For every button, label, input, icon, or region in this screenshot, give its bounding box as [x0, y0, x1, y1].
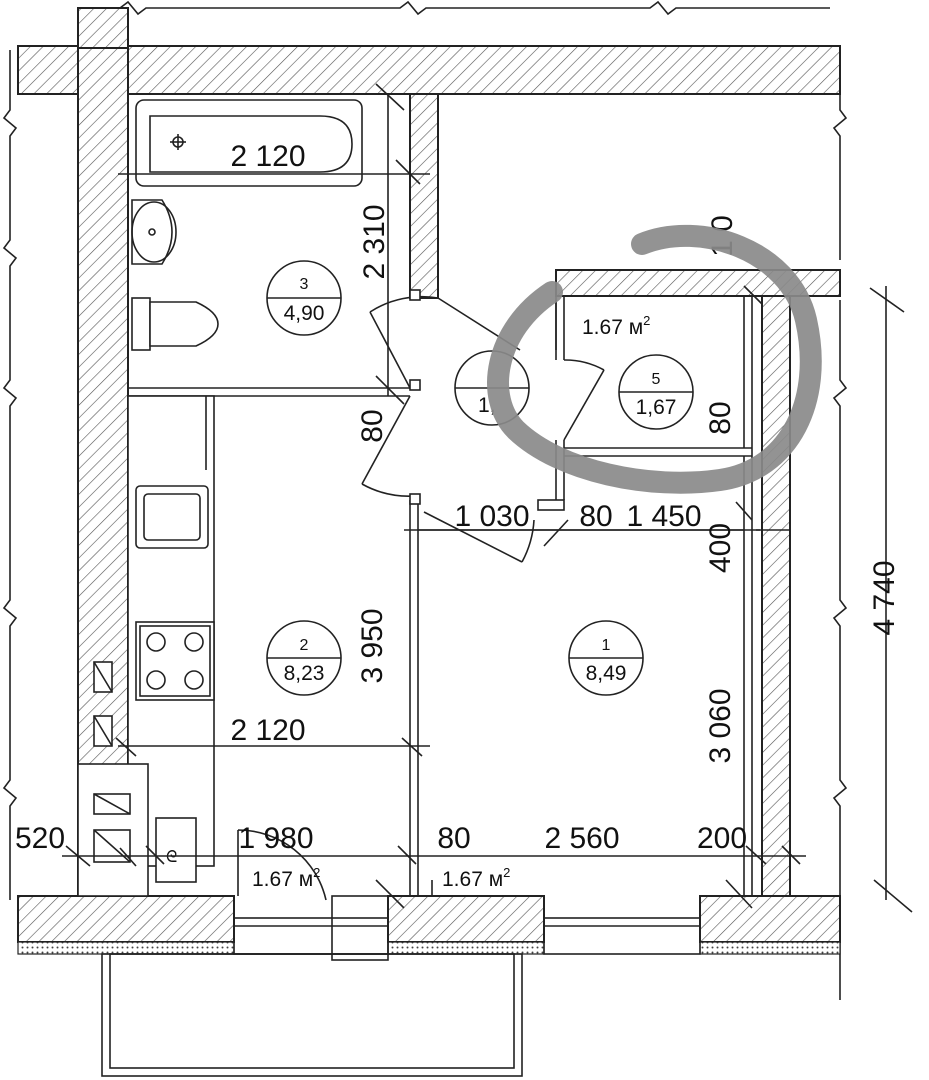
highlight-circle	[487, 224, 822, 494]
dim-left-wall: 520	[15, 822, 65, 855]
area-annotations: 1.67 м2 1.67 м2 1.67 м2	[252, 313, 650, 891]
dim-overall-depth: 4 740	[868, 560, 901, 635]
bathroom-fixtures	[131, 99, 363, 351]
kitchen-sink	[135, 485, 209, 549]
toilet-bowl	[149, 301, 219, 347]
dim-room-width: 2 560	[544, 822, 619, 855]
stove	[135, 621, 215, 701]
dim-closet-width: 1 450	[626, 500, 701, 533]
sink	[131, 199, 173, 265]
room-number: 3	[300, 276, 309, 293]
dim-door-offset: 80	[356, 409, 389, 442]
top-wall	[17, 45, 841, 95]
room-area: 4,90	[284, 302, 325, 325]
windows	[233, 895, 701, 961]
dim-closet-depth: 80	[704, 401, 737, 434]
balcony	[101, 953, 523, 1077]
dim-kitchen-length: 3 950	[356, 608, 389, 683]
room-area: 8,49	[586, 662, 627, 685]
room-number: 5	[652, 371, 661, 388]
room-marker-5: 5 1,67	[618, 354, 694, 430]
dim-bath-depth: 2 310	[358, 204, 391, 279]
doors	[237, 289, 605, 901]
dim-partition-gap: 400	[704, 523, 737, 573]
dim-hall-width: 1 030	[454, 500, 529, 533]
dim-kitchen-width: 2 120	[230, 714, 305, 747]
dim-room-depth: 3 060	[704, 688, 737, 763]
closet-area-label: 1.67 м2	[582, 313, 650, 339]
room-number: 2	[300, 637, 309, 654]
room-number: 1	[602, 637, 611, 654]
bottom-wall-left	[17, 895, 235, 943]
room-area: 1,67	[636, 396, 677, 419]
bottom-wall-middle	[387, 895, 545, 943]
dim-mid-wall: 80	[437, 822, 470, 855]
boiler	[155, 817, 197, 883]
left-top-stub	[77, 7, 129, 49]
left-wall	[77, 7, 129, 897]
kitchen-fixtures: ᘓ	[77, 395, 215, 897]
room-area: 8,23	[284, 662, 325, 685]
room-marker-2: 2 8,23	[266, 620, 342, 696]
room-marker-3: 3 4,90	[266, 260, 342, 336]
dim-kitchen-bottom: 1 980	[238, 822, 313, 855]
right-wall	[761, 295, 791, 897]
svg-text:ᘓ: ᘓ	[166, 849, 177, 866]
bath-partition	[409, 93, 439, 299]
dimension-lines	[62, 83, 913, 913]
toilet-tank	[131, 297, 151, 351]
bathtub	[135, 99, 363, 187]
dimension-labels: 2 120 2 310 80 1 0 1 030 80 1 450 80 400…	[15, 140, 901, 855]
dim-bath-width: 2 120	[230, 140, 305, 173]
break-lines	[2, 0, 848, 1000]
kitchen-area-label: 1.67 м2	[252, 865, 320, 891]
room-marker-1: 1 8,49	[568, 620, 644, 696]
dim-right-wall: 200	[697, 822, 747, 855]
room-area-label: 1.67 м2	[442, 865, 510, 891]
bottom-wall-right	[699, 895, 841, 943]
dim-closet-wall: 80	[579, 500, 612, 533]
